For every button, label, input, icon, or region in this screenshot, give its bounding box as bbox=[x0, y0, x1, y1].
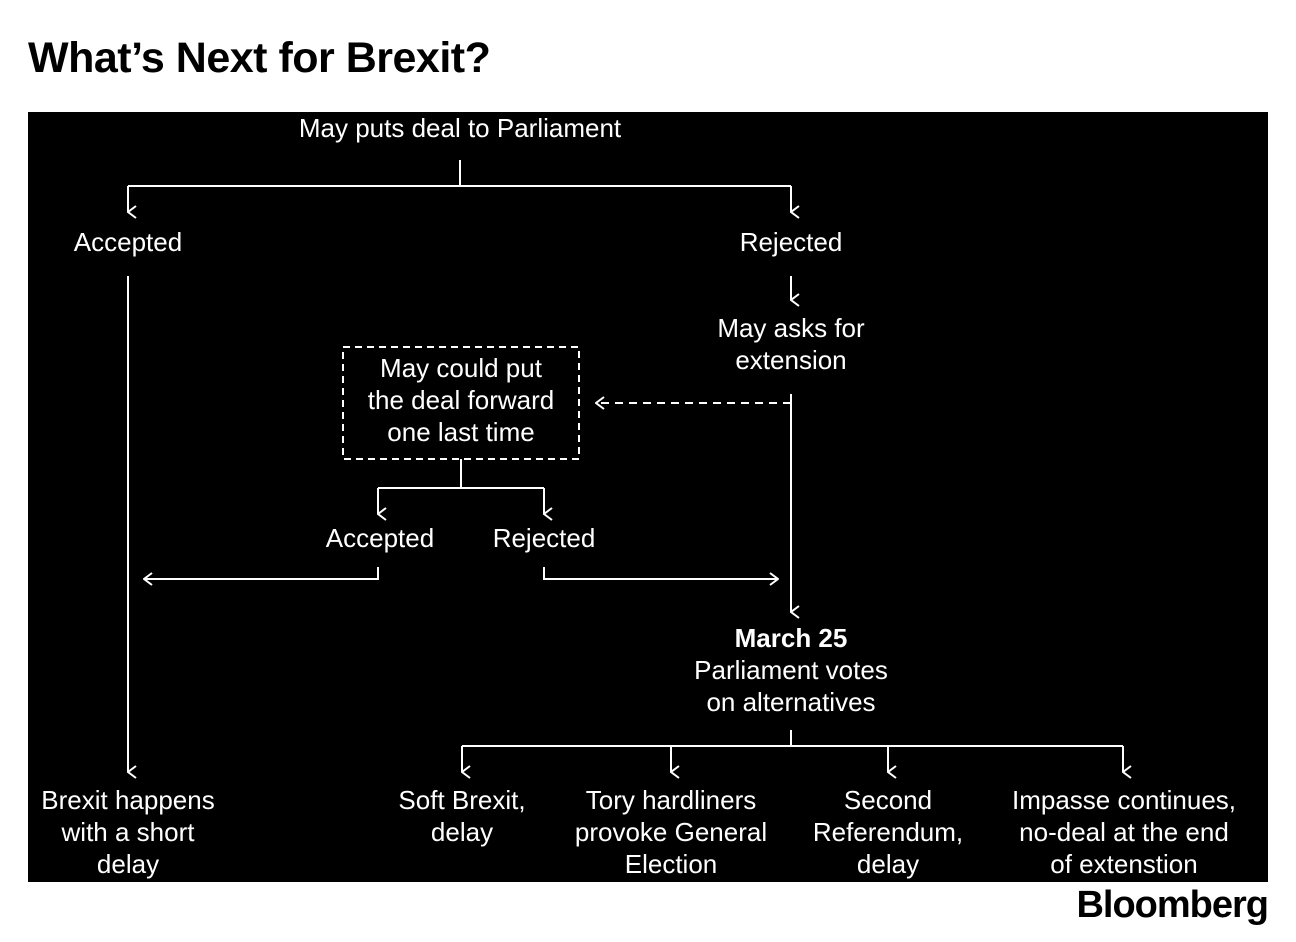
outcome-soft-brexit: Soft Brexit, delay bbox=[398, 784, 525, 848]
last-time-box bbox=[342, 346, 580, 460]
outcome-line: delay bbox=[856, 849, 920, 879]
outcome-second-referendum: Second Referendum, delay bbox=[813, 784, 963, 880]
outcome-line: Election bbox=[624, 849, 718, 879]
node-accepted-1: Accepted bbox=[73, 227, 183, 257]
outcome-line: with a short bbox=[61, 817, 195, 847]
node-last-time-line: May could put bbox=[380, 353, 542, 383]
bloomberg-logo: Bloomberg bbox=[1076, 884, 1269, 926]
node-march-line: Parliament votes bbox=[694, 655, 888, 685]
node-extension-line: May asks for bbox=[717, 313, 865, 343]
node-rejected-1: Rejected bbox=[739, 227, 843, 257]
arrow-rejected-2-to-march bbox=[543, 567, 778, 579]
outcome-line: Second bbox=[843, 785, 933, 815]
outcome-impasse: Impasse continues, no-deal at the end of… bbox=[1012, 784, 1236, 880]
node-march: March 25 Parliament votes on alternative… bbox=[694, 622, 888, 718]
outcome-general-election: Tory hardliners provoke General Election bbox=[575, 784, 767, 880]
outcome-line: Brexit happens bbox=[41, 785, 215, 815]
node-extension-line: extension bbox=[735, 345, 847, 375]
node-start: May puts deal to Parliament bbox=[298, 113, 622, 143]
outcome-line: provoke General bbox=[574, 817, 768, 847]
flowchart-panel: May puts deal to Parliament Accepted Rej… bbox=[28, 112, 1268, 882]
outcome-line: of extenstion bbox=[1050, 849, 1198, 879]
outcome-line: delay bbox=[96, 849, 160, 879]
node-last-time-line: the deal forward bbox=[367, 385, 555, 415]
node-accepted-2: Accepted bbox=[325, 523, 435, 553]
outcome-line: delay bbox=[430, 817, 494, 847]
outcome-line: Referendum, bbox=[812, 817, 964, 847]
chart-title: What’s Next for Brexit? bbox=[28, 34, 491, 82]
node-march-line: on alternatives bbox=[706, 687, 876, 717]
outcome-line: Impasse continues, bbox=[1011, 785, 1237, 815]
node-extension: May asks for extension bbox=[717, 312, 864, 376]
node-last-time: May could put the deal forward one last … bbox=[368, 352, 554, 448]
node-march-date: March 25 bbox=[734, 623, 848, 653]
node-rejected-2: Rejected bbox=[492, 523, 596, 553]
outcome-line: Soft Brexit, bbox=[398, 785, 526, 815]
node-last-time-line: one last time bbox=[387, 417, 535, 447]
flow-connectors bbox=[127, 160, 1268, 882]
outcome-line: Tory hardliners bbox=[585, 785, 757, 815]
arrow-accepted-2-to-brexit bbox=[144, 567, 379, 579]
outcome-line: no-deal at the end bbox=[1019, 817, 1229, 847]
outcome-brexit-short-delay: Brexit happens with a short delay bbox=[41, 784, 214, 880]
